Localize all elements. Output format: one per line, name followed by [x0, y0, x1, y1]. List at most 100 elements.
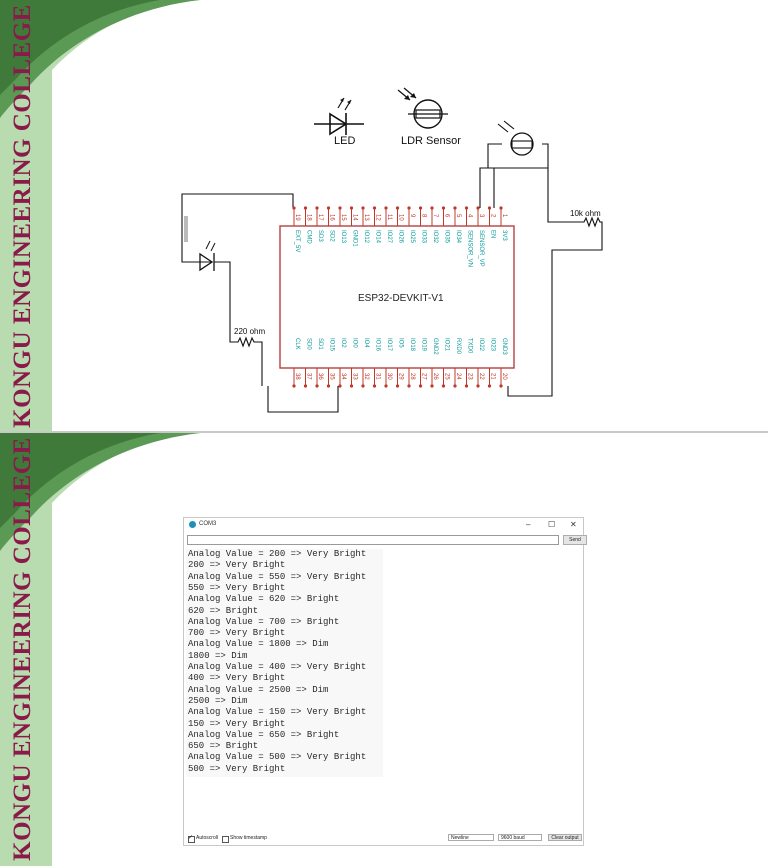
- pin-dot: [499, 206, 503, 210]
- pin-number: 37: [306, 373, 312, 380]
- led-legend-icon: [314, 97, 364, 136]
- pin-number: 33: [352, 373, 358, 380]
- pin-name: IO32: [432, 230, 438, 244]
- minimize-icon[interactable]: –: [526, 520, 531, 529]
- top-pin-row: 19EXT_5V18CMD17SD316SD215IO1314GND113IO1…: [292, 206, 507, 267]
- baud-rate-select[interactable]: 9600 baud: [498, 834, 542, 841]
- pin-dot: [499, 384, 503, 388]
- pin-number: 17: [317, 214, 323, 221]
- pin-number: 8: [421, 214, 427, 218]
- autoscroll-checkbox[interactable]: ✓: [188, 835, 195, 843]
- pin-name: IO17: [386, 338, 392, 352]
- pin-number: 28: [409, 373, 415, 380]
- pin-dot: [464, 206, 469, 210]
- pin-name: IO16: [375, 338, 381, 352]
- board-label: ESP32-DEVKIT-V1: [358, 293, 444, 304]
- send-row: Send: [187, 535, 587, 545]
- ldr-sensor-icon: [497, 120, 534, 156]
- pin-number: 2: [490, 214, 496, 218]
- pin-dot: [407, 206, 411, 210]
- pin-dot: [361, 384, 365, 388]
- output-line: Analog Value = 1800 => Dim: [188, 639, 329, 650]
- pin-name: IO12: [363, 230, 369, 244]
- slide-serial-output: KONGU ENGINEERING COLLEGE COM3 – ☐ ✕ Sen…: [0, 433, 768, 866]
- pin-number: 6: [444, 214, 450, 218]
- output-line: 500 => Very Bright: [188, 763, 286, 774]
- clear-output-button[interactable]: Clear output: [548, 834, 582, 841]
- pin-number: 25: [444, 373, 450, 380]
- pin-dot: [453, 384, 457, 388]
- pin-number: 11: [386, 214, 392, 221]
- timestamp-checkbox[interactable]: [222, 836, 229, 843]
- pin-dot: [395, 206, 400, 210]
- pin-number: 38: [294, 373, 300, 380]
- output-line: 620 => Bright: [188, 605, 259, 616]
- pin-dot: [292, 384, 296, 388]
- pin-name: SD1: [317, 338, 323, 350]
- pin-name: IO23: [490, 338, 496, 352]
- pin-dot: [349, 384, 354, 388]
- pin-dot: [441, 384, 446, 388]
- pin-number: 22: [478, 373, 484, 380]
- output-line: 650 => Bright: [188, 741, 259, 752]
- output-line: Analog Value = 150 => Very Bright: [188, 707, 367, 718]
- timestamp-label: Show timestamp: [230, 835, 267, 841]
- pin-name: GND2: [432, 338, 438, 355]
- pin-dot: [476, 384, 480, 388]
- pin-dot: [464, 384, 469, 388]
- pin-name: IO34: [455, 230, 461, 244]
- pin-name: IO15: [329, 338, 335, 352]
- pin-name: IO22: [478, 338, 484, 352]
- maximize-icon[interactable]: ☐: [548, 520, 556, 529]
- pin-number: 24: [455, 373, 461, 380]
- pin-dot: [487, 206, 492, 210]
- pin-dot: [315, 384, 319, 388]
- pin-number: 32: [363, 373, 369, 380]
- pin-name: IO25: [409, 230, 415, 244]
- pin-number: 30: [386, 373, 392, 380]
- pin-dot: [303, 384, 308, 388]
- pin-name: IO0: [352, 338, 358, 348]
- pin-number: 12: [375, 214, 381, 221]
- pin-dot: [326, 206, 331, 210]
- slide-decoration: [0, 433, 200, 866]
- send-button[interactable]: Send: [563, 535, 587, 545]
- pin-dot: [395, 384, 400, 388]
- pin-name: SENSOR_VN: [467, 230, 473, 267]
- ldr-label: LDR Sensor: [401, 135, 461, 147]
- bottom-bar: ✓ Autoscroll Show timestamp Newline 9600…: [184, 833, 583, 845]
- pin-name: 3V3: [501, 230, 507, 241]
- autoscroll-label: Autoscroll: [196, 835, 218, 841]
- output-line: 700 => Very Bright: [188, 628, 286, 639]
- pin-number: 16: [329, 214, 335, 221]
- pin-name: EN: [490, 230, 496, 238]
- pin-number: 27: [421, 373, 427, 380]
- pin-dot: [292, 206, 296, 210]
- pin-number: 31: [375, 373, 381, 380]
- pin-name: IO33: [421, 230, 427, 244]
- pin-dot: [418, 384, 423, 388]
- pin-dot: [384, 384, 388, 388]
- output-line: Analog Value = 550 => Very Bright: [188, 571, 367, 582]
- pin-number: 7: [432, 214, 438, 218]
- slide-decoration: [0, 0, 200, 432]
- pin-dot: [326, 384, 331, 388]
- pin-name: SD2: [329, 230, 335, 242]
- pin-number: 15: [340, 214, 346, 221]
- pin-dot: [361, 206, 365, 210]
- serial-input[interactable]: [187, 535, 559, 545]
- led-label: LED: [334, 135, 355, 147]
- pin-number: 29: [398, 373, 404, 380]
- output-line: 1800 => Dim: [188, 650, 248, 661]
- led-circuit-icon: [199, 240, 216, 272]
- line-ending-select[interactable]: Newline: [448, 834, 494, 841]
- close-icon[interactable]: ✕: [570, 520, 577, 529]
- pin-name: IO35: [444, 230, 450, 244]
- pin-dot: [407, 384, 411, 388]
- pin-dot: [384, 206, 388, 210]
- slide-separator: [0, 431, 768, 433]
- pin-name: CLK: [294, 338, 300, 350]
- pin-name: IO5: [398, 338, 404, 348]
- ldr-legend-icon: [397, 87, 448, 129]
